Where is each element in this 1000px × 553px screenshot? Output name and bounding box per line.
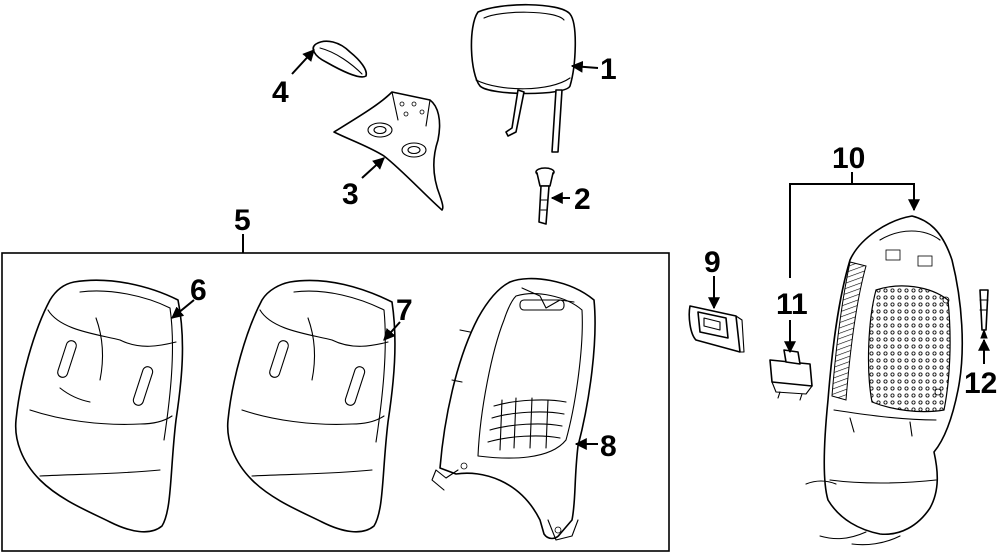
callout-4: 4 (272, 76, 289, 109)
headrest-guide-icon (535, 167, 555, 225)
callout-9: 9 (704, 246, 721, 279)
leader-7 (383, 321, 401, 341)
callout-2: 2 (574, 183, 591, 216)
leader-3 (361, 157, 385, 179)
callout-7: 7 (396, 294, 413, 327)
trim-clip-icon (312, 40, 368, 78)
callout-8: 8 (600, 430, 617, 463)
seat-back-frame-icon (431, 277, 596, 541)
callout-1: 1 (600, 53, 617, 86)
callout-labels: 1 2 3 4 5 6 7 8 9 10 11 12 (190, 53, 997, 463)
callout-10: 10 (832, 142, 865, 175)
callout-5: 5 (234, 204, 251, 237)
switch-bezel-icon (688, 305, 745, 353)
leader-lines (171, 49, 990, 450)
leader-4 (291, 49, 315, 75)
callout-12: 12 (964, 367, 997, 400)
seat-back-pad-icon (226, 279, 396, 533)
seat-back-assembly-frame (1, 252, 670, 552)
headrest-icon (470, 3, 577, 153)
seat-back-panel-icon (805, 215, 964, 546)
leader-10 (789, 183, 920, 212)
callout-11: 11 (776, 288, 808, 321)
sensor-connector-icon (769, 349, 813, 401)
seat-back-cover-icon (14, 279, 184, 533)
leader-6 (171, 299, 195, 319)
callout-3: 3 (342, 178, 359, 211)
leader-1 (570, 60, 599, 73)
trim-pin-icon (979, 289, 989, 339)
back-panel-trim-icon (333, 91, 444, 211)
callout-6: 6 (190, 274, 207, 307)
